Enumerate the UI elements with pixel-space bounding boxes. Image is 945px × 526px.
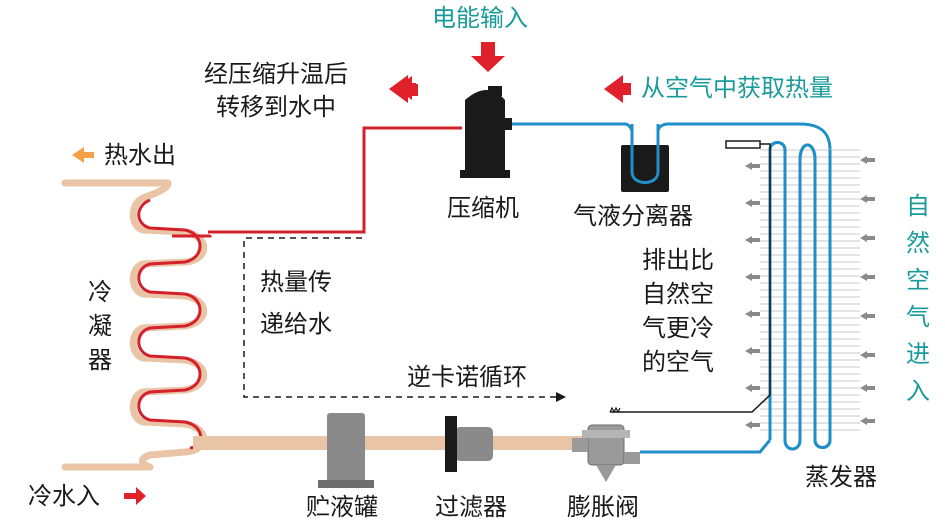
exhaust-label-3: 气更冷 — [642, 314, 714, 342]
receiver-label: 贮液罐 — [306, 493, 378, 521]
natural-air-char-3: 空 — [906, 266, 930, 294]
power-input-arrow — [471, 42, 505, 72]
reverse-carnot-dashed-path — [243, 237, 558, 398]
compressor-unit — [460, 86, 512, 178]
compress-heat-label-1: 经压缩升温后 — [204, 60, 348, 88]
evaporator-coil — [768, 141, 817, 451]
compressor-label: 压缩机 — [447, 194, 519, 222]
evaporator-fins — [760, 149, 860, 431]
cold-water-in-label: 冷水入 — [28, 482, 100, 510]
heat-transfer-label-1: 热量传 — [260, 268, 332, 296]
exhaust-label-2: 自然空 — [642, 280, 714, 308]
heat-transfer-label-2: 递给水 — [260, 310, 332, 338]
intake-air-arrows — [860, 156, 875, 425]
from-air-label: 从空气中获取热量 — [641, 74, 833, 102]
natural-air-char-6: 入 — [906, 377, 930, 405]
receiver-tank — [318, 413, 374, 488]
condenser-char-2: 凝 — [88, 312, 112, 340]
natural-air-char-4: 气 — [906, 303, 930, 331]
exhaust-label-1: 排出比 — [642, 246, 714, 274]
reverse-carnot-label: 逆卡诺循环 — [407, 363, 527, 391]
liquid-line — [193, 436, 588, 450]
expansion-valve-body — [572, 424, 640, 482]
natural-air-char-2: 然 — [906, 229, 930, 257]
hot-water-out-arrow — [72, 147, 94, 163]
from-air-arrow — [604, 75, 631, 103]
condenser-char-1: 冷 — [88, 278, 112, 306]
exhaust-label-4: 的空气 — [642, 348, 714, 376]
capillary-line — [610, 143, 771, 413]
natural-air-char-1: 自 — [906, 192, 930, 220]
evaporator-label: 蒸发器 — [805, 463, 877, 491]
condenser-char-3: 器 — [88, 346, 112, 374]
exhaust-air-arrows — [745, 162, 760, 429]
hot-refrigerant-line — [172, 126, 462, 238]
filter-label: 过滤器 — [435, 493, 507, 521]
compress-heat-label-2: 转移到水中 — [216, 93, 336, 121]
gas-liquid-separator-body — [621, 145, 669, 192]
condenser-refrigerant-coil — [137, 198, 203, 450]
gas-liquid-separator-label: 气液分离器 — [573, 202, 693, 230]
filter-unit — [445, 416, 493, 472]
natural-air-char-5: 进 — [906, 340, 930, 368]
expansion-valve-label: 膨胀阀 — [567, 493, 639, 521]
power-input-label: 电能输入 — [432, 4, 528, 32]
hot-water-out-label: 热水出 — [104, 141, 176, 169]
condenser-water-coil — [61, 179, 208, 471]
sensor-bulb — [725, 140, 761, 149]
cold-water-in-arrow — [124, 487, 146, 505]
